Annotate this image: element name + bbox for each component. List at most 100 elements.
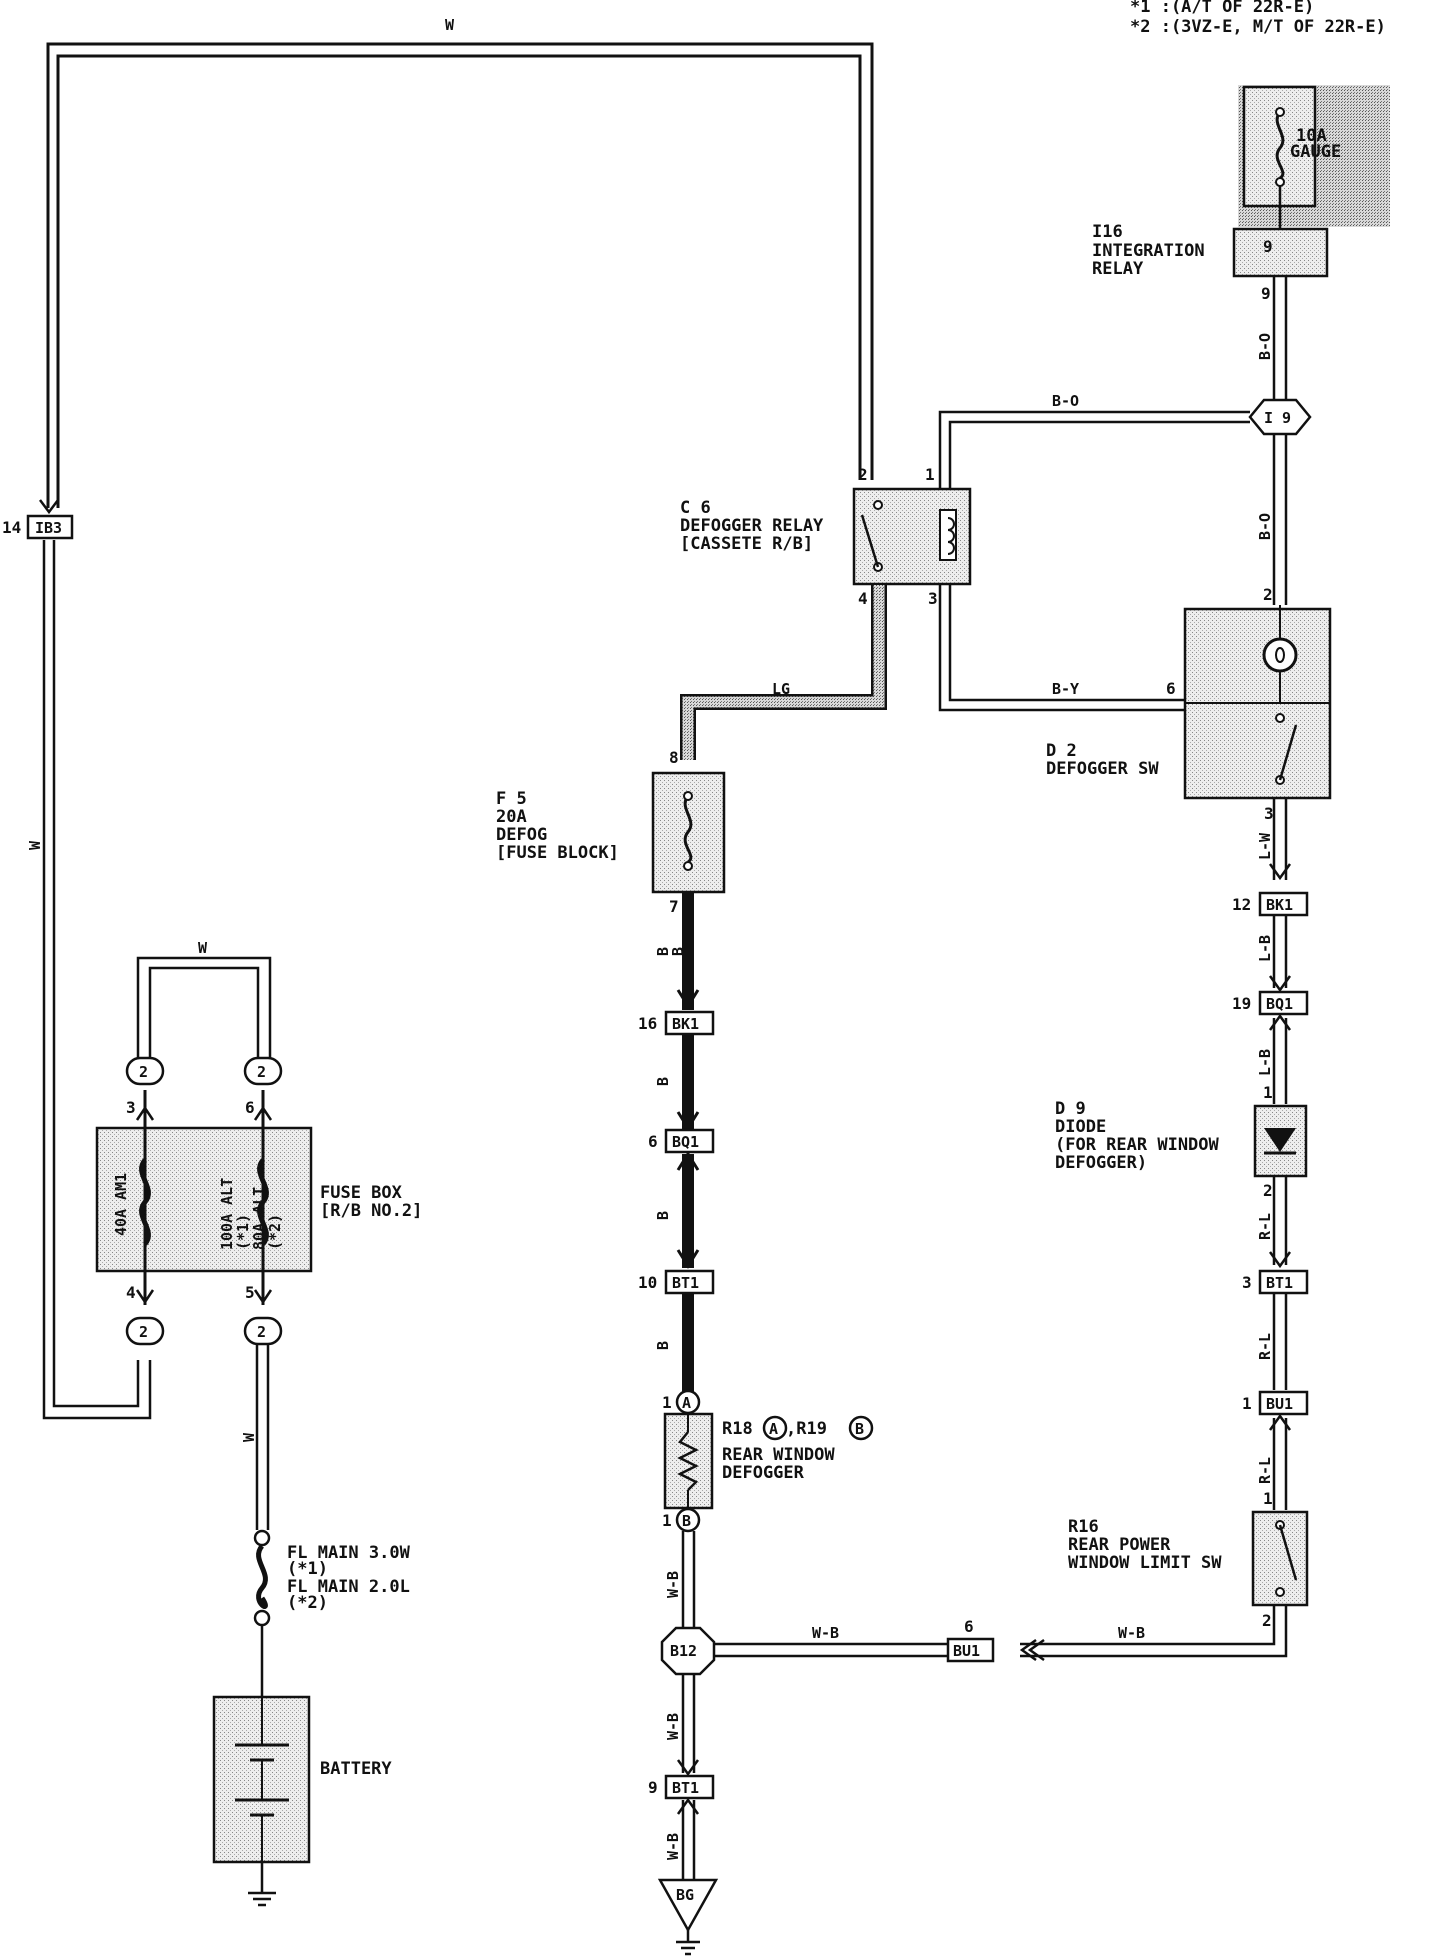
- wire-color-b-o: B-O: [1256, 333, 1274, 360]
- connector-bk1-right: BK1: [1266, 896, 1293, 914]
- battery-symbol: [235, 1697, 289, 1862]
- wire-color-b-2: B: [654, 1077, 672, 1086]
- connector-bk1-right-pin: 12: [1232, 895, 1251, 914]
- diode-pin-2: 2: [1263, 1181, 1273, 1200]
- wire-color-l-w: L-W: [1256, 832, 1274, 860]
- connector-bq1-left: BQ1: [672, 1133, 699, 1151]
- connector-b12: B12: [670, 1642, 697, 1660]
- battery-label: BATTERY: [320, 1759, 392, 1779]
- connector-bu1-right-pin: 1: [1242, 1394, 1252, 1413]
- fusebox-connector-label: 2: [139, 1323, 148, 1341]
- fusebox-pin-4: 4: [126, 1283, 136, 1302]
- defogger-relay-label: C 6 DEFOGGER RELAY [CASSETE R/B]: [680, 498, 834, 554]
- wire-color-b-3: B: [654, 1211, 672, 1220]
- defogger-sw-pin-3: 3: [1264, 804, 1274, 823]
- wire-color-r-l-3: R-L: [1256, 1457, 1274, 1484]
- defogger-switch: 2 6 3 D 2 DEFOGGER SW: [1046, 585, 1332, 823]
- connector-bq1-right: BQ1: [1266, 995, 1293, 1013]
- connector-bg: BG: [676, 1886, 694, 1904]
- note-line-1: *1 :(A/T OF 22R-E): [1130, 0, 1314, 17]
- ground-icon: [676, 1930, 700, 1956]
- rear-defogger-label: REAR WINDOW DEFOGGER: [722, 1445, 845, 1483]
- limit-sw-pin-1: 1: [1263, 1489, 1273, 1508]
- connector-bt1-bottom: BT1: [672, 1779, 699, 1797]
- b-o-wire: B-O I 9 B-O B-O: [938, 277, 1312, 605]
- defogger-relay: 2 1 4 3 C 6 DEFOGGER RELAY [CASSETE R/B]: [680, 465, 972, 608]
- fl-main-label: FL MAIN 3.0W (*1) FL MAIN 2.0L (*2): [287, 1543, 420, 1613]
- b-y-wire: B-Y: [938, 585, 1184, 712]
- rear-defogger-ref-sep: ,R19: [786, 1419, 827, 1439]
- wire-color-b-o-top: B-O: [1052, 392, 1079, 410]
- connector-i9: I 9: [1264, 409, 1291, 427]
- connector-bk1-left: BK1: [672, 1015, 699, 1033]
- fuse-box-label: FUSE BOX [R/B NO.2]: [320, 1183, 422, 1221]
- limit-sw-pin-2: 2: [1262, 1611, 1272, 1630]
- wire-color-b-1: B: [669, 947, 687, 956]
- wire-color-r-l-2: R-L: [1256, 1333, 1274, 1360]
- circle-a-pin: 1: [662, 1393, 672, 1412]
- w-wire-loop: W W: [26, 16, 874, 1420]
- integration-relay-label: I16 INTEGRATION RELAY: [1092, 222, 1215, 279]
- wire-color-w-top: W: [445, 16, 455, 34]
- connector-bq1-right-pin: 19: [1232, 994, 1251, 1013]
- circle-a: A: [682, 1394, 691, 1412]
- wire-color-l-b: L-B: [1256, 935, 1274, 962]
- wire-color-w-left: W: [26, 840, 44, 850]
- defog-chain: 8 7 F 5 20A DEFOG [FUSE BLOCK] B B BK1 1…: [496, 748, 874, 1956]
- connector-ib3-pin: 14: [2, 518, 21, 537]
- diode-pin-1: 1: [1263, 1083, 1273, 1102]
- wire-color-w-b-1: W-B: [664, 1571, 682, 1598]
- connector-bt1-right-pin: 3: [1242, 1273, 1252, 1292]
- connector-bt1-left: BT1: [672, 1274, 699, 1292]
- ground-icon: [248, 1862, 276, 1907]
- connector-ib3-id: IB3: [35, 519, 62, 537]
- note-line-2: *2 :(3VZ-E, M/T OF 22R-E): [1130, 17, 1386, 37]
- connector-bt1-left-pin: 10: [638, 1273, 657, 1292]
- diode-label: D 9 DIODE (FOR REAR WINDOW DEFOGGER): [1055, 1099, 1229, 1173]
- wire-color-w-b-2: W-B: [664, 1713, 682, 1740]
- wire-color-b-1-label: B: [654, 947, 672, 956]
- defogger-relay-pin-2: 2: [858, 465, 868, 484]
- wire-color-r-l: R-L: [1256, 1213, 1274, 1240]
- wire-color-w-b-mid: W-B: [812, 1624, 839, 1642]
- fusebox-pin-6: 6: [245, 1098, 255, 1117]
- defogger-relay-pin-1: 1: [925, 465, 935, 484]
- wire-color-w-fl: W: [240, 1432, 258, 1442]
- defog-fuse-pin-7: 7: [669, 897, 679, 916]
- connector-bk1-left-pin: 16: [638, 1014, 657, 1033]
- fuse-40a-am1-label: 40A AM1: [112, 1173, 130, 1236]
- connector-bq1-left-pin: 6: [648, 1132, 658, 1151]
- defogger-sw-label: D 2 DEFOGGER SW: [1046, 741, 1159, 779]
- wire-color-b-y: B-Y: [1052, 680, 1079, 698]
- wire-color-lg: LG: [772, 680, 790, 698]
- defogger-relay-pin-3: 3: [928, 589, 938, 608]
- rear-defogger-ref-a: A: [769, 1420, 778, 1438]
- circle-b: B: [682, 1512, 691, 1530]
- connector-bu1-right: BU1: [1266, 1395, 1293, 1413]
- fusebox-connector-label: 2: [257, 1323, 266, 1341]
- fusebox-pin-3: 3: [126, 1098, 136, 1117]
- wire-color-b-4: B: [654, 1341, 672, 1350]
- rear-defogger-ref: R18: [722, 1419, 753, 1439]
- fusebox-connector-label: 2: [139, 1063, 148, 1081]
- lg-wire: LG: [680, 585, 887, 760]
- connector-bt1-right: BT1: [1266, 1274, 1293, 1292]
- defog-fuse-pin-8: 8: [669, 748, 679, 767]
- right-harness: L-W BK1 12 L-B BQ1 19 L-B 1 2 D 9 DIODE …: [712, 798, 1309, 1663]
- defog-fuse-label: F 5 20A DEFOG [FUSE BLOCK]: [496, 789, 619, 863]
- connector-bu1-mid-pin: 6: [964, 1617, 974, 1636]
- fusebox-pin-5: 5: [245, 1283, 255, 1302]
- integration-relay-out-pin: 9: [1261, 284, 1271, 303]
- circle-b-pin: 1: [662, 1511, 672, 1530]
- defogger-sw-pin-6: 6: [1166, 679, 1176, 698]
- connector-bu1-mid: BU1: [953, 1642, 980, 1660]
- wire-color-l-b-lower: L-B: [1256, 1049, 1274, 1076]
- fusebox-connector-label: 2: [257, 1063, 266, 1081]
- defogger-sw-pin-2: 2: [1263, 585, 1273, 604]
- fuse-box: W 2 2 2 2 3 6 4 5 40A AM1 100A ALT (*1) …: [95, 939, 422, 1346]
- wire-color-b-o-lower: B-O: [1256, 513, 1274, 540]
- gauge-fuse: 10A GAUGE: [1238, 85, 1390, 228]
- connector-ib3: IB3 14: [2, 499, 74, 540]
- fuse-alt-label: 100A ALT (*1) 80A ALT (*2): [218, 1169, 284, 1250]
